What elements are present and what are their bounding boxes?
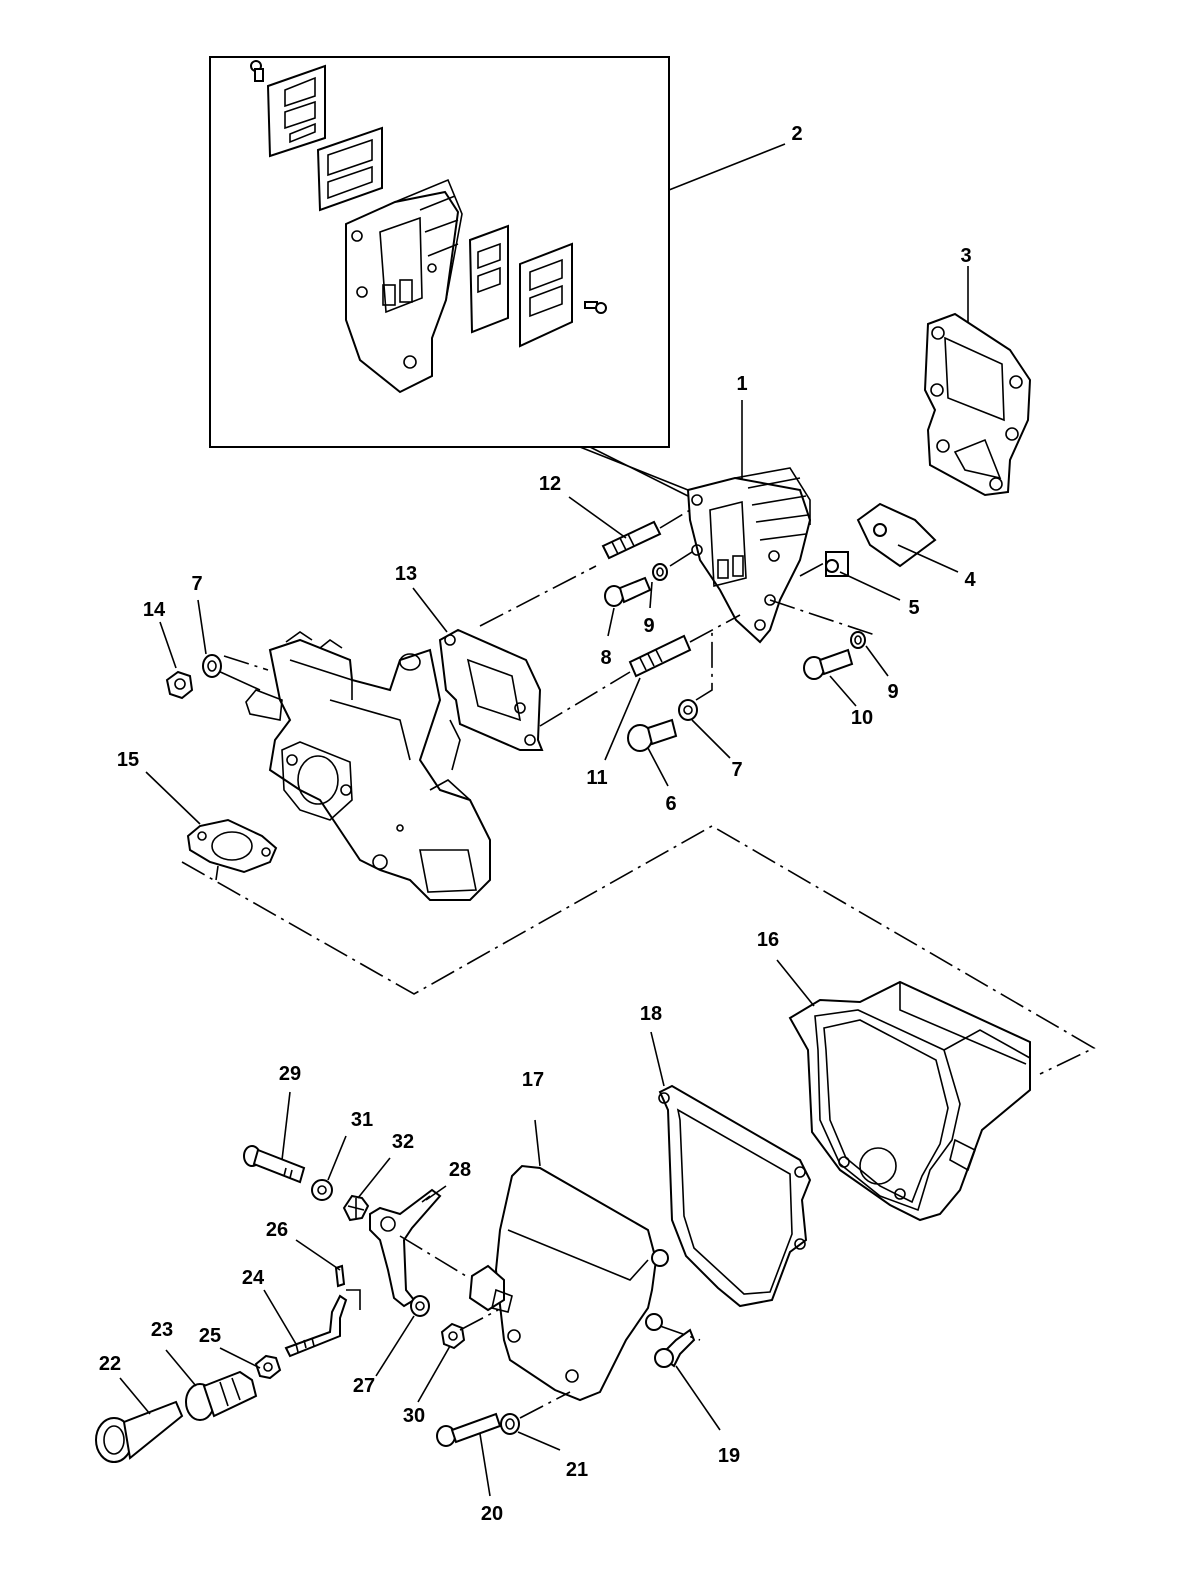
clip-part-26 bbox=[334, 1264, 346, 1288]
silencer-base-part-16 bbox=[788, 980, 1031, 1222]
callout-3: 3 bbox=[960, 245, 971, 267]
carburetor bbox=[245, 631, 491, 901]
inset-screw-right bbox=[584, 301, 607, 314]
bolt-part-20 bbox=[436, 1412, 502, 1447]
bushing-part-23 bbox=[185, 1370, 258, 1421]
clip-part-4 bbox=[856, 502, 937, 568]
callout-8: 8 bbox=[600, 647, 611, 669]
callout-20: 20 bbox=[481, 1503, 503, 1525]
washer-part-7-right bbox=[678, 699, 698, 721]
callout-11: 11 bbox=[586, 767, 607, 789]
bolt-part-29 bbox=[243, 1145, 306, 1184]
callout-12: 12 bbox=[539, 473, 561, 495]
callout-1: 1 bbox=[736, 373, 747, 395]
knob-part-22 bbox=[95, 1400, 184, 1463]
callout-14: 14 bbox=[143, 599, 166, 621]
callout-28: 28 bbox=[449, 1159, 471, 1181]
callout-7-right: 7 bbox=[731, 759, 742, 781]
callout-5: 5 bbox=[908, 597, 919, 619]
callout-4: 4 bbox=[964, 569, 976, 591]
washer-part-31 bbox=[311, 1179, 333, 1201]
stud-part-12 bbox=[601, 520, 662, 560]
screw-part-19 bbox=[654, 1328, 696, 1368]
callout-9-right: 9 bbox=[887, 681, 898, 703]
silencer-cover-part-17 bbox=[468, 1164, 669, 1402]
bolt-part-8 bbox=[604, 576, 652, 607]
callout-labels: 1 2 3 4 5 6 7 7 8 9 9 10 11 12 13 14 15 … bbox=[99, 123, 977, 1525]
washer-part-7-left bbox=[202, 654, 222, 678]
callout-31: 31 bbox=[351, 1109, 373, 1131]
nut-part-14 bbox=[165, 670, 194, 700]
callout-2: 2 bbox=[791, 123, 802, 145]
link-rod-part-24 bbox=[284, 1294, 348, 1358]
callout-15: 15 bbox=[117, 749, 139, 771]
star-washer-part-32 bbox=[342, 1194, 370, 1222]
reed-valve-inset bbox=[209, 56, 670, 448]
callout-26: 26 bbox=[266, 1219, 288, 1241]
callout-29: 29 bbox=[279, 1063, 301, 1085]
lever-part-28 bbox=[369, 1188, 442, 1308]
gasket-part-15 bbox=[186, 818, 278, 874]
nut-part-30 bbox=[440, 1322, 466, 1350]
callout-23: 23 bbox=[151, 1319, 173, 1341]
callout-9-top: 9 bbox=[643, 615, 654, 637]
callout-25: 25 bbox=[199, 1325, 221, 1347]
callout-10: 10 bbox=[851, 707, 873, 729]
grommet-part-5 bbox=[825, 551, 849, 577]
callout-7-left: 7 bbox=[191, 573, 202, 595]
callout-32: 32 bbox=[392, 1131, 414, 1153]
reed-valve-part-1 bbox=[686, 467, 812, 644]
stud-part-11 bbox=[628, 634, 692, 678]
gasket-part-3 bbox=[923, 312, 1032, 497]
nut-part-25 bbox=[254, 1354, 282, 1380]
callout-27: 27 bbox=[353, 1375, 375, 1397]
callout-13: 13 bbox=[395, 563, 417, 585]
callout-18: 18 bbox=[640, 1003, 662, 1025]
nut-part-27 bbox=[410, 1295, 430, 1317]
callout-19: 19 bbox=[718, 1445, 740, 1467]
inset-screw-top bbox=[250, 60, 264, 82]
bolt-part-10 bbox=[803, 648, 854, 680]
callout-16: 16 bbox=[757, 929, 779, 951]
bolt-part-6 bbox=[627, 718, 678, 752]
callout-17: 17 bbox=[522, 1069, 544, 1091]
gasket-part-18 bbox=[658, 1084, 812, 1308]
callout-22: 22 bbox=[99, 1353, 121, 1375]
washer-part-9-right bbox=[850, 631, 866, 649]
callout-6: 6 bbox=[665, 793, 676, 815]
callout-21: 21 bbox=[566, 1459, 588, 1481]
washer-part-21 bbox=[500, 1413, 520, 1435]
washer-part-9-top bbox=[652, 563, 668, 581]
callout-30: 30 bbox=[403, 1405, 425, 1427]
gasket-part-13 bbox=[438, 628, 544, 751]
callout-24: 24 bbox=[242, 1267, 265, 1289]
